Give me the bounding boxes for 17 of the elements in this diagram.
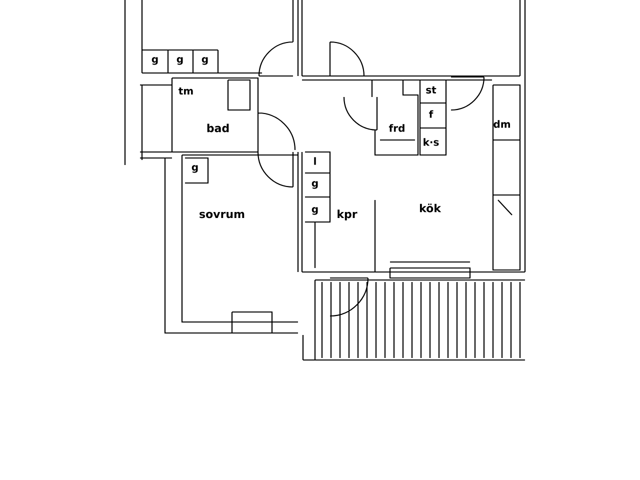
room-label: kök (420, 204, 442, 212)
fixture-label: g (312, 181, 318, 189)
fixture-label: g (202, 57, 208, 65)
room-label: kpr (338, 210, 358, 220)
fixture-label: frd (388, 124, 404, 132)
fixture-label: k·s (424, 138, 439, 146)
fixture-label: tm (178, 87, 193, 94)
fixture-label: dm (494, 120, 510, 128)
fixture-label: l (314, 157, 316, 165)
room-label: bad (207, 124, 229, 132)
fixture-label: st (426, 86, 436, 94)
fixture-label: f (429, 110, 434, 118)
fixture-label: g (312, 207, 318, 215)
fixture-label: g (192, 165, 198, 173)
fixture-label: g (152, 57, 158, 65)
room-label: sovrum (200, 212, 244, 218)
fixture-label: g (176, 57, 183, 65)
